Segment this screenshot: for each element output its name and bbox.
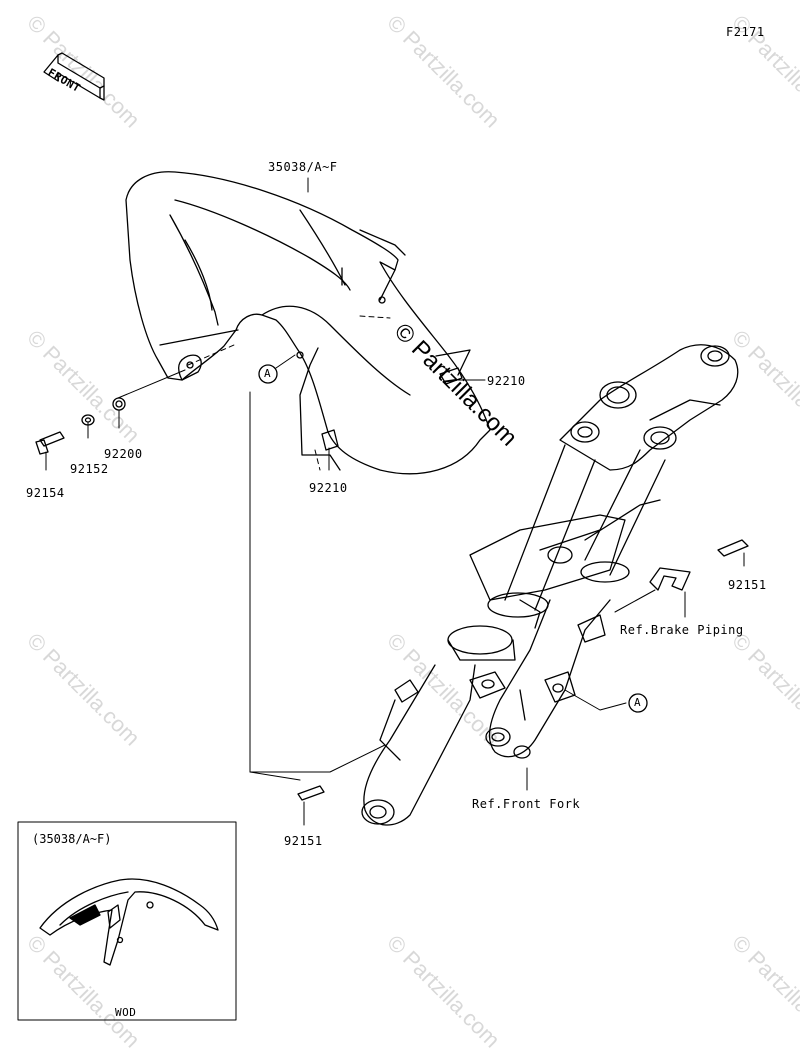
hardware-parts: [35, 367, 749, 801]
callout-fender: 35038/A~F: [268, 160, 338, 174]
callout-bolt-lower: 92210: [309, 481, 348, 495]
front-arrow-icon: [43, 52, 105, 101]
callout-collar: 92152: [70, 462, 109, 476]
ref-brake-piping: Ref.Brake Piping: [620, 623, 744, 637]
front-fork: [361, 344, 739, 826]
inset-caption: WOD: [115, 1006, 137, 1019]
figure-code: F2171: [726, 25, 765, 39]
marker-a-label: A: [634, 696, 642, 709]
marker-a-circle: [258, 364, 648, 713]
front-fender: [125, 171, 491, 475]
marker-a-label: A: [264, 367, 272, 380]
callout-bolt-left: 92154: [26, 486, 65, 500]
callout-leaders: [45, 177, 745, 826]
dashed-leader: [187, 315, 391, 471]
ref-front-fork: Ref.Front Fork: [472, 797, 581, 811]
callout-washer: 92200: [104, 447, 143, 461]
callout-bolt-bottom: 92151: [284, 834, 323, 848]
callout-bolt-upper: 92210: [487, 374, 526, 388]
inset-fender: [39, 878, 219, 966]
callout-bolt-right: 92151: [728, 578, 767, 592]
inset-frame: [17, 821, 237, 1021]
inset-title: (35038/A~F): [32, 832, 112, 846]
